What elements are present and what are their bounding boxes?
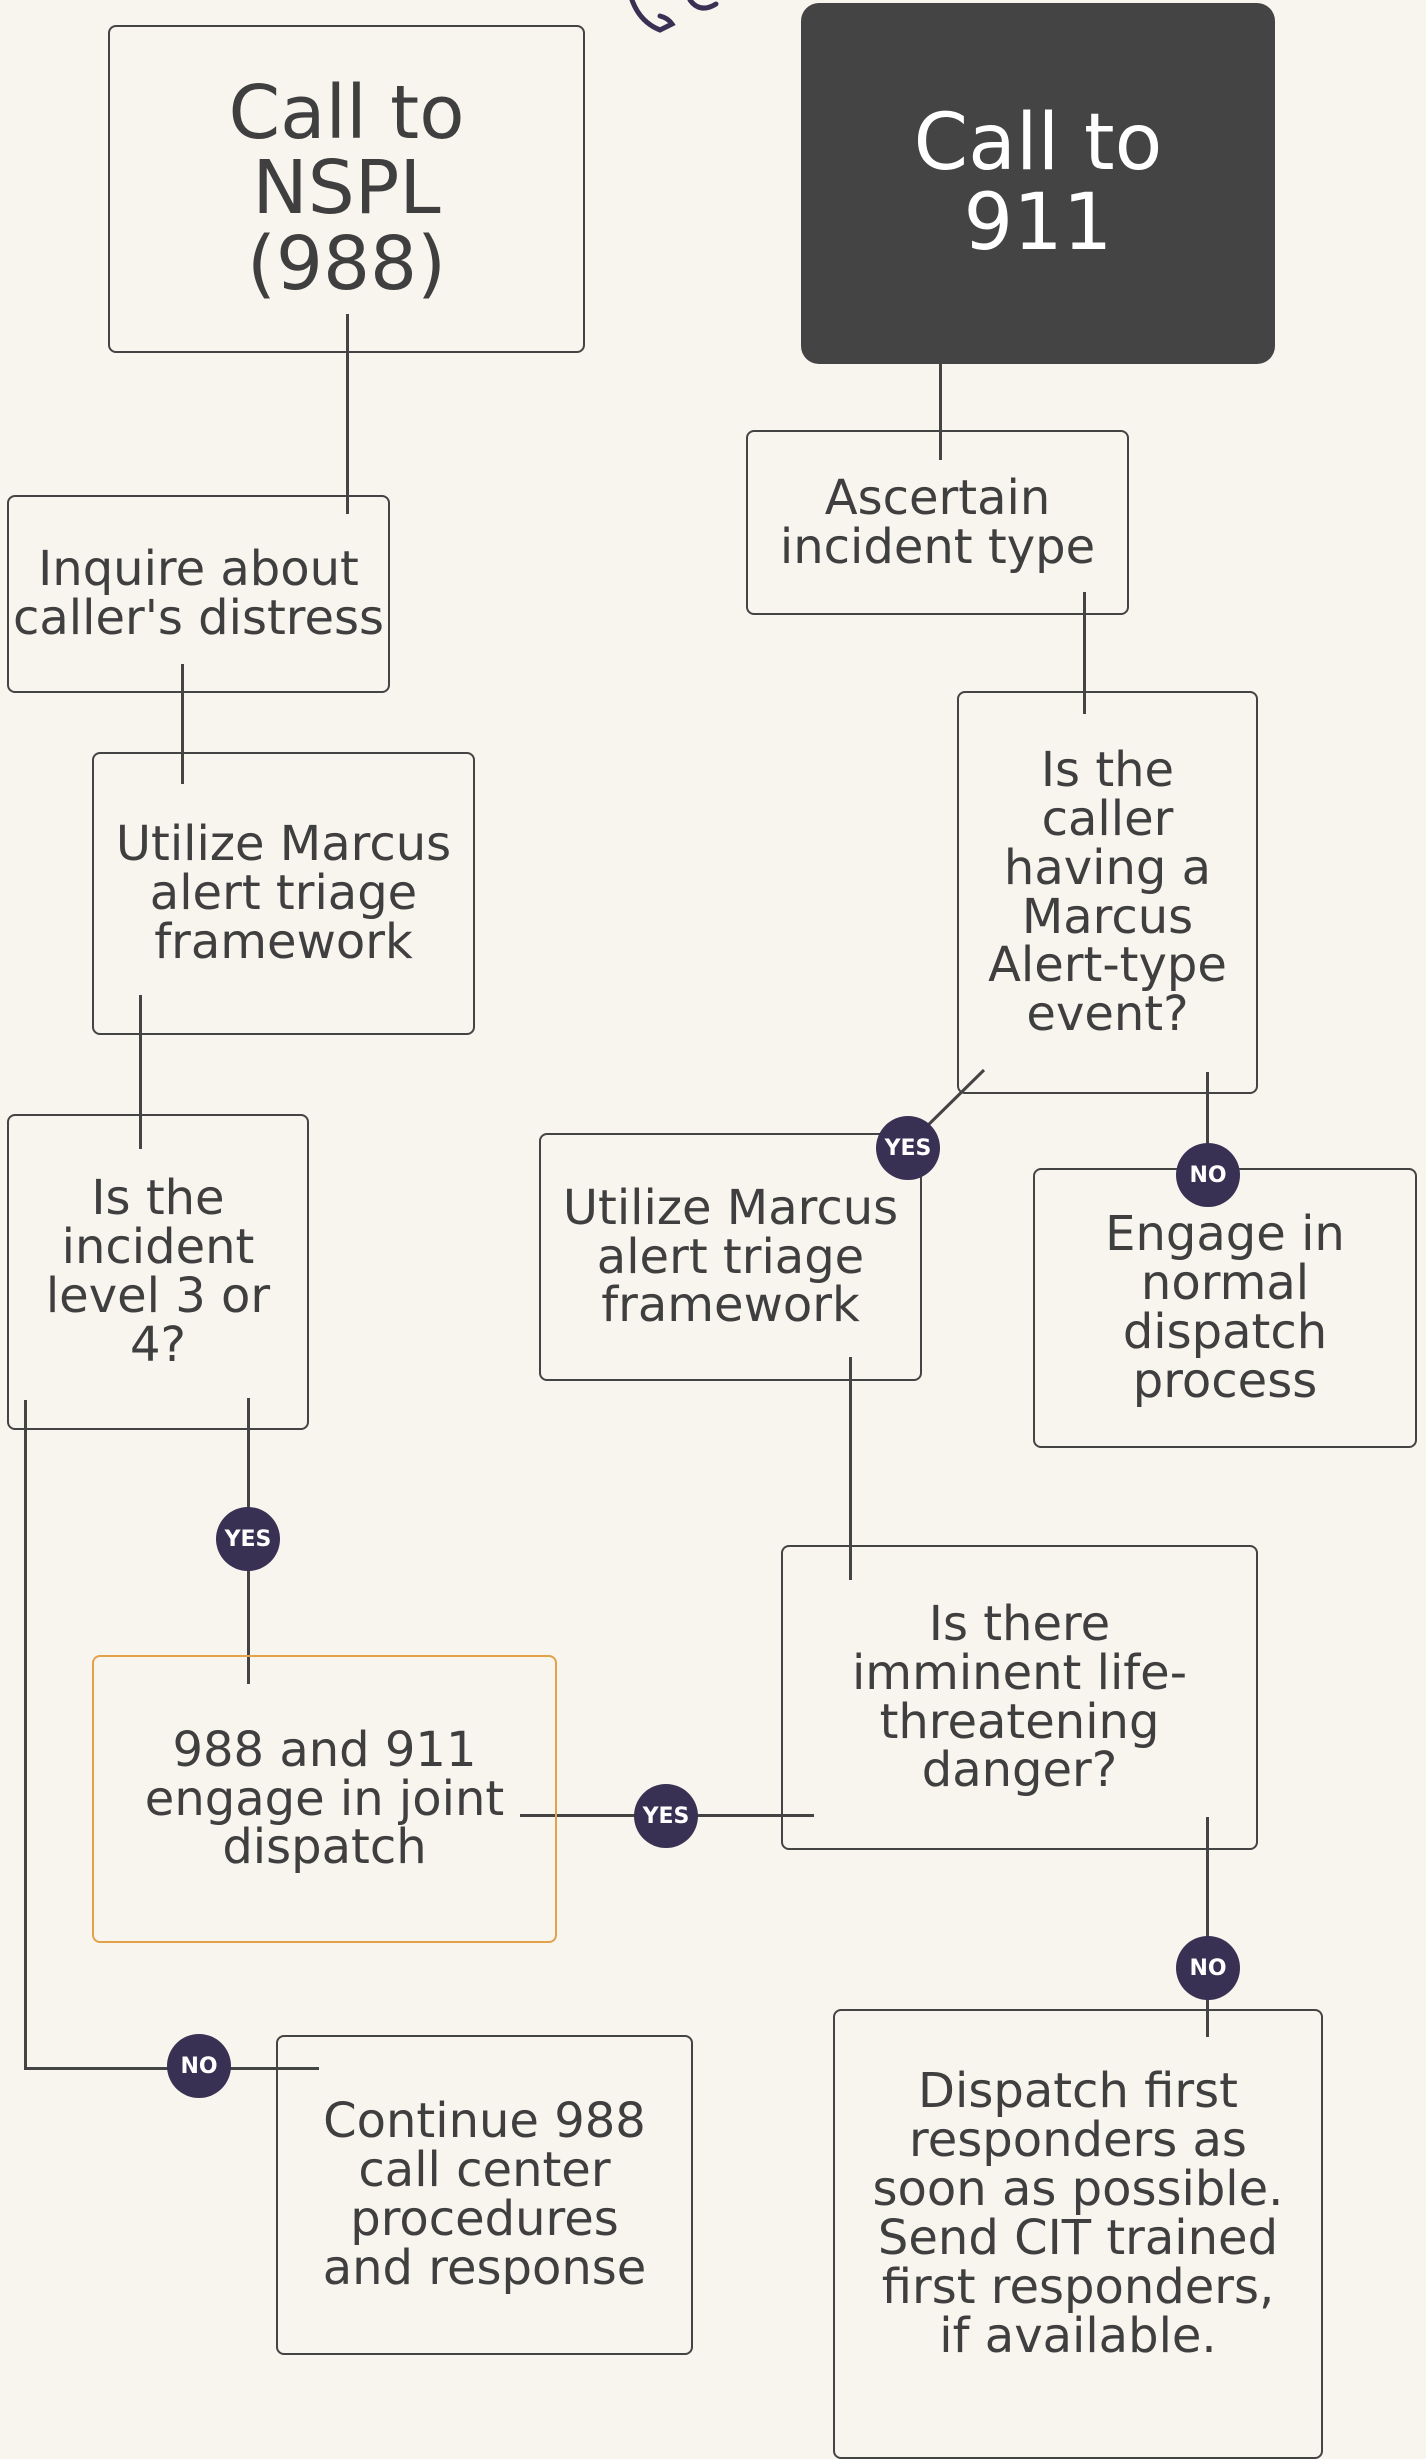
connector-nspl-inquire (346, 314, 349, 514)
yes-badge-danger: YES (634, 1784, 698, 1848)
normal-dispatch-box: Engage in normal dispatch process (1033, 1168, 1417, 1448)
joint-dispatch-box: 988 and 911 engage in joint dispatch (92, 1655, 557, 1943)
dispatch-first-responders-label: Dispatch first responders as soon as pos… (872, 2063, 1284, 2364)
utilize-marcus-left-box: Utilize Marcus alert triage framework (92, 752, 475, 1035)
connector-inquire-utilize (181, 664, 184, 784)
inquire-distress-box: Inquire about caller's distress (7, 495, 390, 693)
connector-danger-no (1206, 1817, 1209, 2037)
connector-level-no-vertical (24, 1400, 27, 2070)
marcus-event-question-box: Is the caller having a Marcus Alert-type… (957, 691, 1258, 1094)
dispatch-first-responders-box: Dispatch first responders as soon as pos… (833, 2009, 1323, 2459)
call-911-box: Call to 911 (801, 3, 1275, 364)
normal-dispatch-label: Engage in normal dispatch process (1105, 1206, 1345, 1409)
connector-utilize-danger (849, 1357, 852, 1580)
connector-question-no (1206, 1072, 1209, 1174)
danger-question-label: Is there imminent life- threatening dang… (851, 1595, 1188, 1799)
inquire-distress-label: Inquire about caller's distress (12, 541, 385, 646)
incident-level-question-label: Is the incident level 3 or 4? (45, 1170, 271, 1373)
utilize-marcus-right-box: Utilize Marcus alert triage framework (539, 1133, 922, 1381)
utilize-marcus-right-label: Utilize Marcus alert triage framework (562, 1179, 899, 1334)
no-badge-level: NO (167, 2034, 231, 2098)
call-nspl-box: Call to NSPL (988) (108, 25, 585, 353)
marcus-event-question-label: Is the caller having a Marcus Alert-type… (988, 741, 1227, 1043)
yes-badge-marcus: YES (876, 1116, 940, 1180)
joint-dispatch-label: 988 and 911 engage in joint dispatch (144, 1721, 505, 1876)
continue-988-label: Continue 988 call center procedures and … (322, 2093, 647, 2296)
danger-question-box: Is there imminent life- threatening dang… (781, 1545, 1258, 1850)
incident-level-question-box: Is the incident level 3 or 4? (7, 1114, 309, 1430)
connector-utilize-level (139, 995, 142, 1149)
no-badge-danger: NO (1176, 1936, 1240, 2000)
connector-ascertain-question (1083, 592, 1086, 714)
no-badge-marcus: NO (1176, 1143, 1240, 1207)
continue-988-box: Continue 988 call center procedures and … (276, 2035, 693, 2355)
call-nspl-label: Call to NSPL (988) (228, 69, 465, 307)
ascertain-type-box: Ascertain incident type (746, 430, 1129, 615)
utilize-marcus-left-label: Utilize Marcus alert triage framework (115, 816, 452, 970)
connector-911-ascertain (939, 362, 942, 460)
ascertain-type-label: Ascertain incident type (779, 469, 1096, 575)
call-911-label: Call to 911 (913, 97, 1163, 268)
yes-badge-level: YES (216, 1507, 280, 1571)
